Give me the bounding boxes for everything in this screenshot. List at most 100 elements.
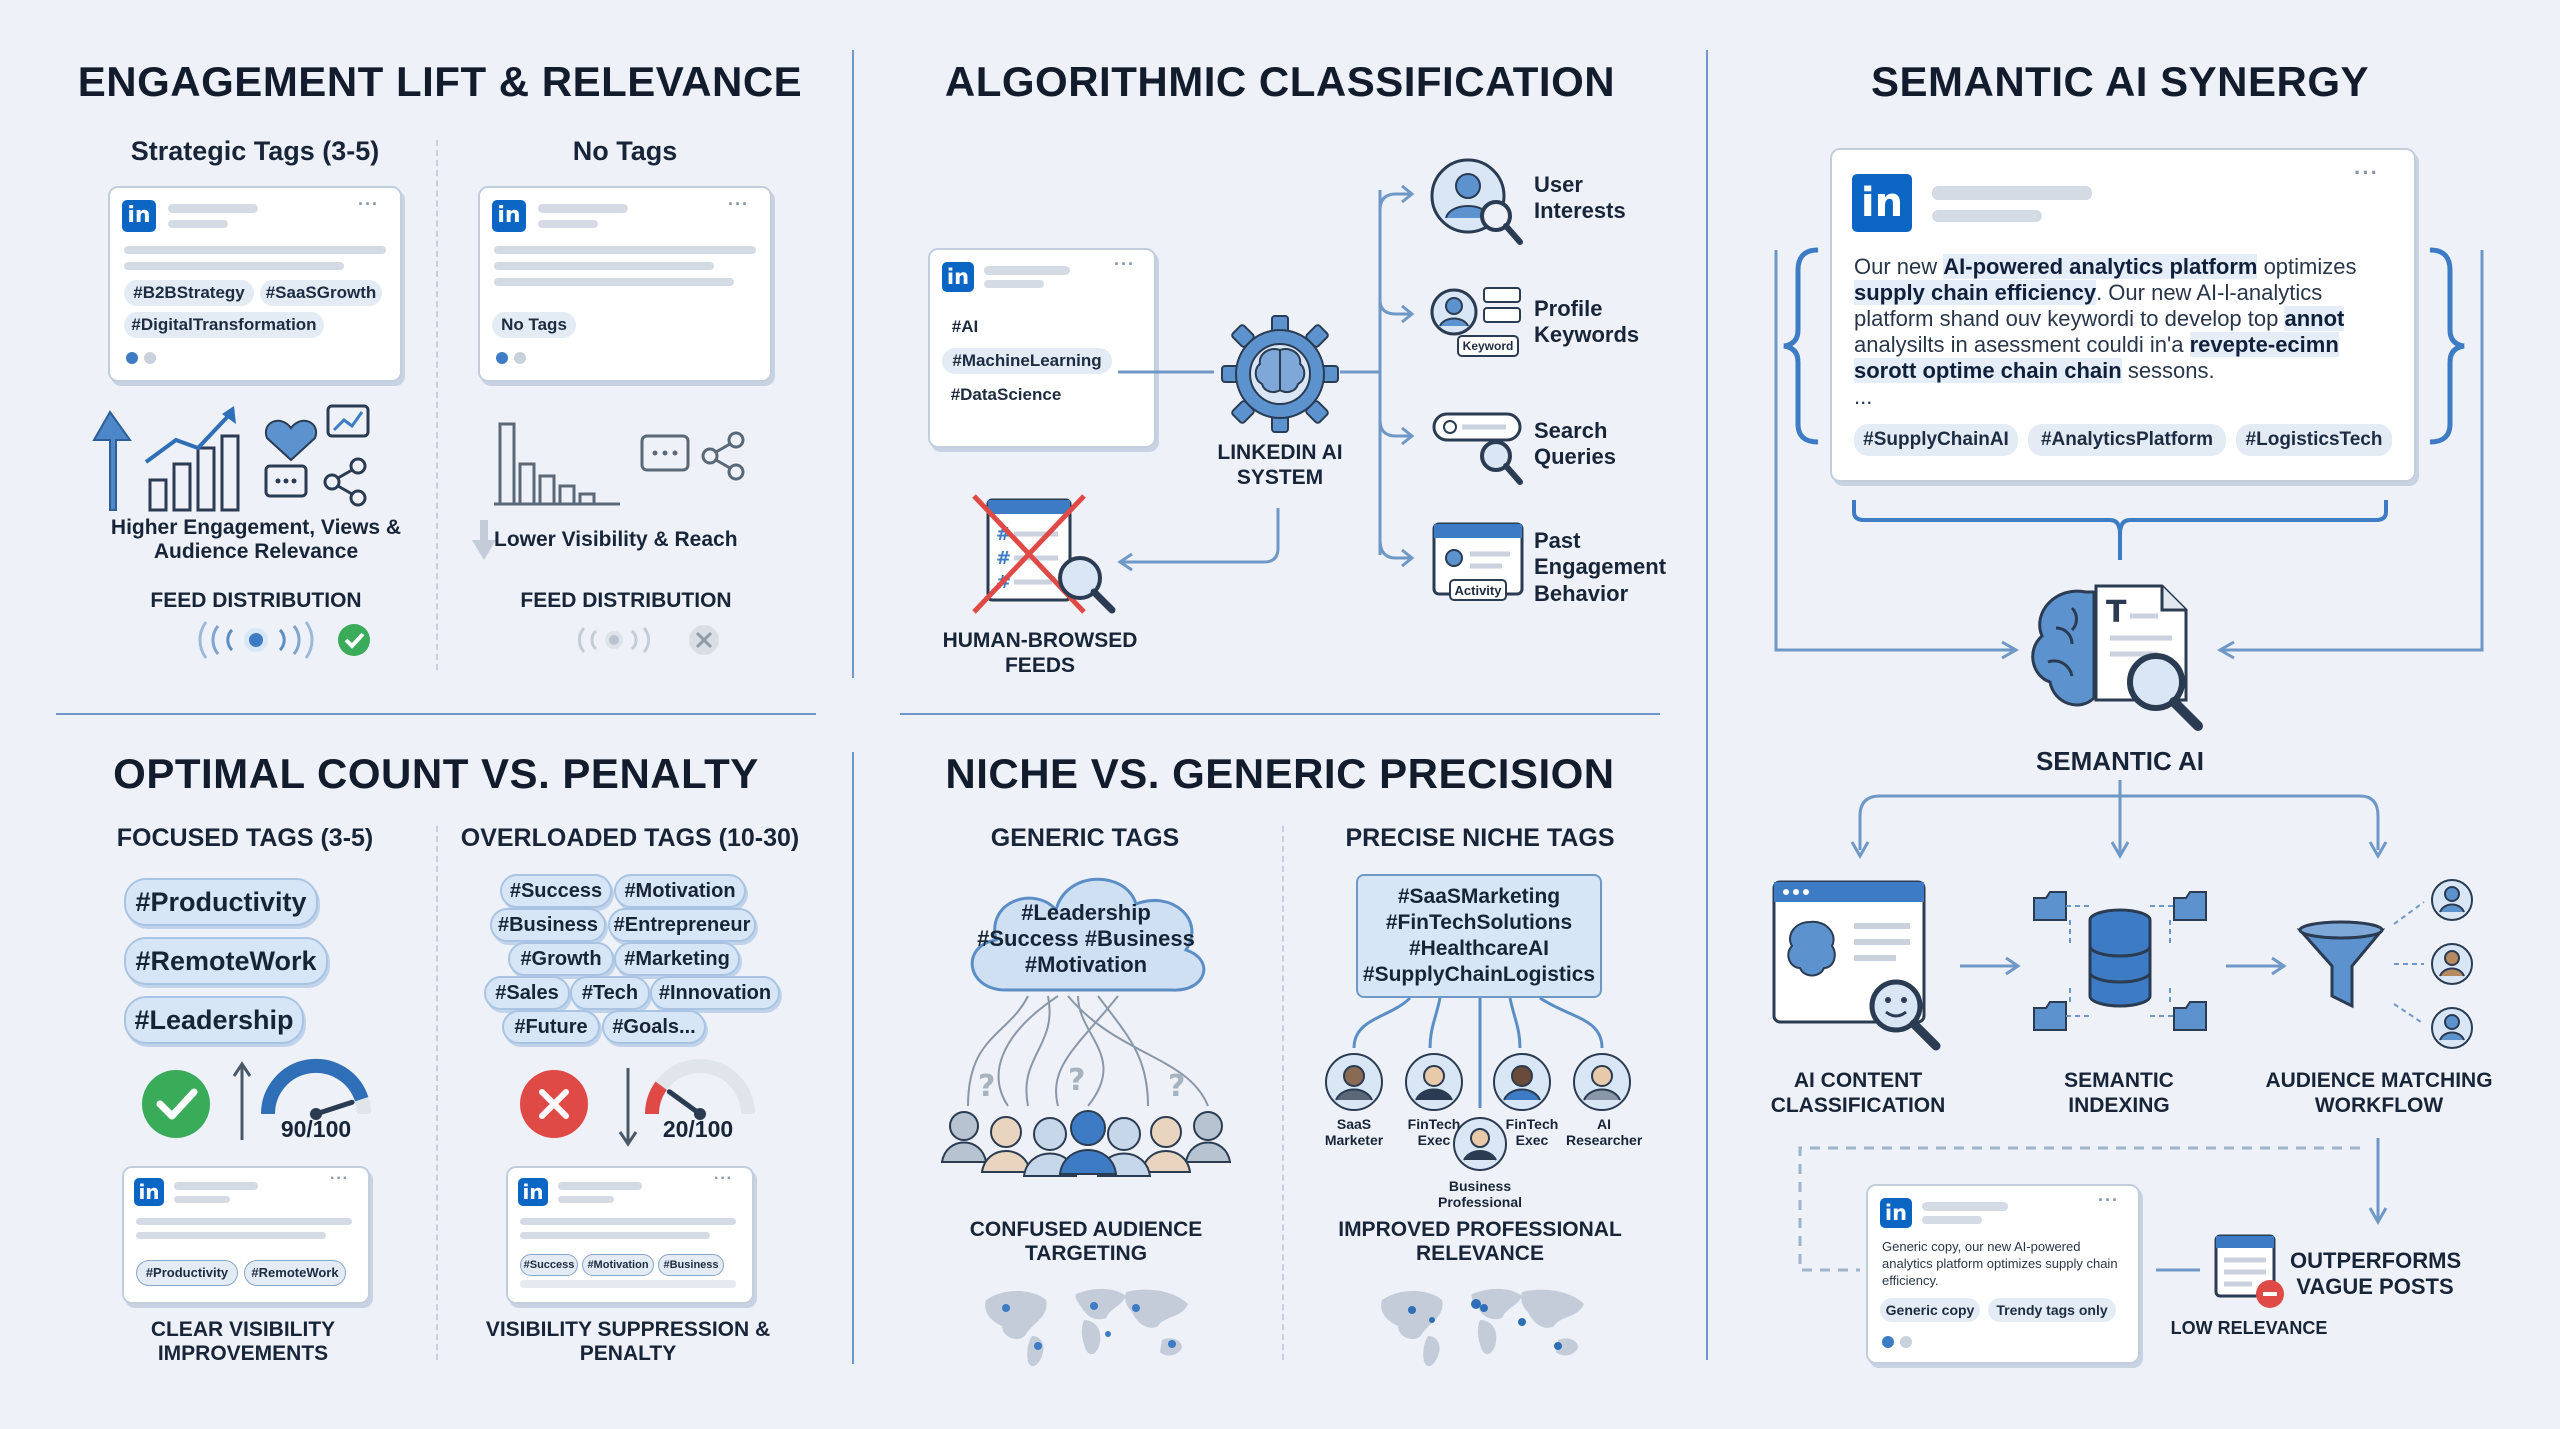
svg-text:?: ? — [1068, 1063, 1085, 1098]
weak-signal-icon — [577, 625, 719, 655]
confused-audience-icon: ? ? ? — [940, 995, 1232, 1177]
persona-fintech-exec-1: FinTech Exec — [1407, 1116, 1461, 1148]
confused-audience-caption: CONFUSED AUDIENCE TARGETING — [969, 1218, 1203, 1266]
cloud-tag-motivation: #Motivation — [1024, 952, 1148, 977]
generic-world-map — [985, 1288, 1188, 1367]
card-tag-success: #Success — [520, 1254, 578, 1276]
signal-past-engagement: Past Engagement Behavior — [1534, 528, 1667, 606]
focused-score-graphic — [142, 1058, 371, 1140]
more-options-icon[interactable]: ··· — [358, 194, 379, 214]
svg-text:#: # — [996, 548, 1011, 569]
divider-v3 — [852, 752, 854, 1364]
persona-saas-marketer: SaaS Marketer — [1324, 1116, 1384, 1148]
overloaded-score-value: 20/100 — [662, 1116, 734, 1142]
overloaded-tag-success: #Success — [500, 874, 612, 908]
ai-post-card: in ··· #AI #MachineLearning #DataScience — [928, 248, 1156, 448]
low-relevance-doc-icon — [2214, 1234, 2284, 1308]
higher-engagement-caption: Higher Engagement, Views & Audience Rele… — [110, 516, 402, 564]
niche-split — [1282, 826, 1284, 1360]
ai-gear-brain-icon — [1221, 315, 1339, 433]
precise-niche-header: PRECISE NICHE TAGS — [1345, 824, 1615, 852]
tag-generic-copy: Generic copy — [1880, 1298, 1980, 1322]
niche-tag-saasmarketing: #SaaSMarketing — [1397, 885, 1561, 908]
overloaded-tag-sales: #Sales — [484, 976, 570, 1010]
focused-tag-productivity: #Productivity — [124, 878, 318, 926]
persona-fintech-exec-2: FinTech Exec — [1505, 1116, 1559, 1148]
tag-datascience: #DataScience — [950, 385, 1062, 404]
strategic-post-card: in ··· #B2BStrategy #SaaSGrowth #Digital… — [108, 186, 402, 382]
linkedin-logo-icon: in — [134, 1178, 164, 1206]
step-ai-content-classification: AI CONTENT CLASSIFICATION — [1770, 1069, 1946, 1118]
semantic-ai-label: SEMANTIC AI — [2035, 746, 2205, 776]
ai-content-classification-icon — [1772, 880, 1941, 1051]
divider-h1 — [56, 713, 816, 715]
step-audience-matching: AUDIENCE MATCHING WORKFLOW — [2265, 1069, 2493, 1118]
tag-machinelearning: #MachineLearning — [942, 348, 1112, 374]
tag-logisticstech: #LogisticsTech — [2236, 424, 2392, 456]
semantic-post-card: in ··· Our new AI-powered analytics plat… — [1830, 148, 2416, 482]
more-options-icon[interactable]: ··· — [1114, 254, 1135, 274]
tag-supplychainai: #SupplyChainAI — [1854, 424, 2018, 456]
visibility-suppression-caption: VISIBILITY SUPPRESSION & PENALTY — [485, 1318, 771, 1366]
no-tags-post-card: in ··· No Tags — [478, 186, 772, 382]
overloaded-tag-future: #Future — [502, 1010, 600, 1044]
svg-text:T: T — [2106, 595, 2127, 630]
optimal-split — [436, 826, 438, 1360]
overloaded-tag-innovation: #Innovation — [650, 976, 780, 1010]
focused-tag-leadership: #Leadership — [124, 996, 304, 1044]
strategic-tags-header: Strategic Tags (3-5) — [130, 136, 380, 166]
engagement-growth-icon — [92, 404, 370, 512]
overloaded-tag-tech: #Tech — [570, 976, 650, 1010]
more-options-icon[interactable]: ··· — [2354, 160, 2379, 185]
more-options-icon[interactable]: ··· — [330, 1170, 349, 1187]
svg-text:?: ? — [978, 1069, 995, 1104]
focused-post-card: in ··· #Productivity #RemoteWork — [122, 1166, 370, 1304]
semantic-post-text: Our new AI-powered analytics platform op… — [1854, 254, 2357, 409]
generic-cloud-shape — [970, 877, 1206, 992]
broadcast-signal-icon — [198, 621, 370, 659]
profile-keywords-icon — [1430, 287, 1521, 357]
linkedin-logo-icon: in — [1852, 174, 1912, 232]
niche-tag-fintechsolutions: #FinTechSolutions — [1385, 911, 1573, 934]
niche-title: NICHE VS. GENERIC PRECISION — [945, 750, 1615, 797]
more-options-icon[interactable]: ··· — [2098, 1190, 2119, 1210]
linkedin-logo-icon: in — [942, 262, 974, 292]
signal-profile-keywords: Profile Keywords — [1534, 296, 1640, 348]
algorithmic-title: ALGORITHMIC CLASSIFICATION — [944, 58, 1616, 105]
improved-relevance-caption: IMPROVED PROFESSIONAL RELEVANCE — [1338, 1218, 1622, 1266]
overloaded-tag-business: #Business — [490, 908, 606, 942]
lower-visibility-caption: Lower Visibility & Reach — [494, 528, 738, 551]
card-tag-productivity: #Productivity — [136, 1260, 238, 1286]
optimal-title: OPTIMAL COUNT VS. PENALTY — [113, 750, 759, 797]
tag-analyticsplatform: #AnalyticsPlatform — [2028, 424, 2226, 456]
overloaded-post-card: in ··· #Success #Motivation #Business — [506, 1166, 754, 1304]
focused-score-value: 90/100 — [280, 1116, 352, 1142]
more-options-icon[interactable]: ··· — [714, 1170, 733, 1187]
tag-saasgrowth: #SaaSGrowth — [260, 280, 382, 306]
tag-digitaltransformation: #DigitalTransformation — [124, 312, 324, 338]
engagement-title: ENGAGEMENT LIFT & RELEVANCE — [77, 58, 803, 105]
overloaded-tag-motivation: #Motivation — [614, 874, 746, 908]
linkedin-logo-icon: in — [122, 200, 156, 232]
linkedin-logo-icon: in — [492, 200, 526, 232]
focused-tag-remotework: #RemoteWork — [124, 937, 328, 985]
linkedin-logo-icon: in — [1880, 1198, 1912, 1228]
low-relevance-label: LOW RELEVANCE — [2170, 1318, 2328, 1338]
semantic-indexing-icon — [2033, 891, 2207, 1031]
semantic-title: SEMANTIC AI SYNERGY — [1871, 58, 2369, 105]
low-visibility-icon — [472, 422, 745, 560]
divider-h2 — [900, 713, 1660, 715]
past-engagement-icon — [1432, 522, 1524, 601]
overloaded-tags-header: OVERLOADED TAGS (10-30) — [460, 824, 800, 852]
tag-trendy-only: Trendy tags only — [1988, 1298, 2116, 1322]
tag-b2bstrategy: #B2BStrategy — [124, 280, 254, 306]
more-options-icon[interactable]: ··· — [728, 194, 749, 214]
overloaded-tag-growth: #Growth — [508, 942, 614, 976]
keyword-badge: Keyword — [1462, 339, 1514, 353]
engagement-split — [436, 140, 438, 670]
human-browsed-feeds-label: HUMAN-BROWSED FEEDS — [942, 629, 1138, 678]
generic-tags-header: GENERIC TAGS — [990, 824, 1180, 852]
card-tag-motivation: #Motivation — [582, 1254, 654, 1276]
